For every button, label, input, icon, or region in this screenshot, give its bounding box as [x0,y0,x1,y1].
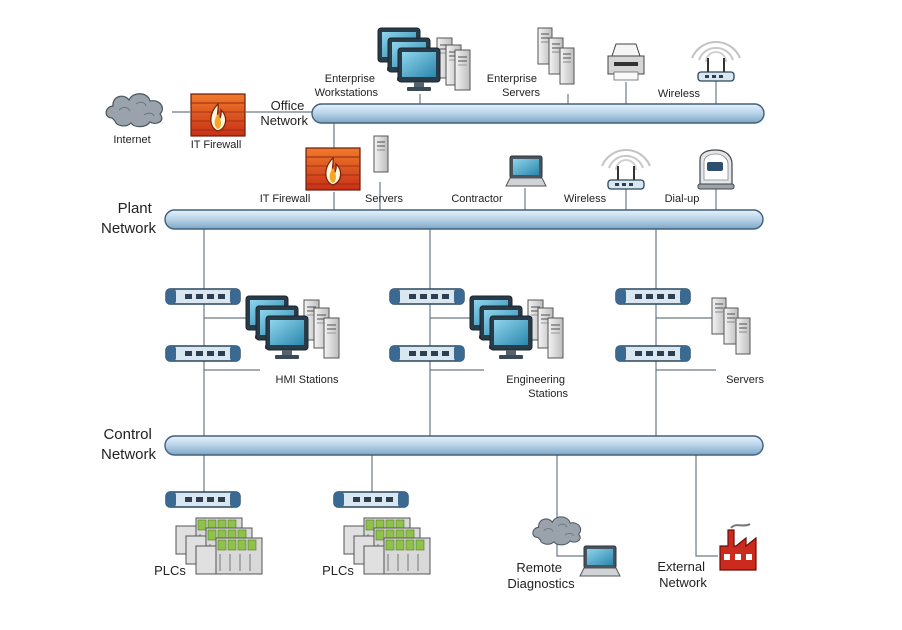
office-network-label: Office Network [260,98,308,128]
connection-wires [172,80,718,557]
dialup-modem-icon [697,149,735,190]
switch-srv-lower-icon [615,345,691,362]
enterprise-servers-label: Enterprise Servers [487,73,541,99]
plant-network-bus [164,209,764,230]
hmi-stations-label: HMI Stations [276,374,339,386]
switch-eng-upper-icon [389,288,465,305]
switch-eng-lower-icon [389,345,465,362]
control-network-bus [164,435,764,456]
servers-plant-label: Servers [365,193,403,205]
control-network-label: Control Network [101,426,157,463]
dialup-label: Dial-up [665,193,700,205]
printer-icon [607,43,645,81]
servers-control-label: Servers [726,374,764,386]
switch-hmi-lower-icon [165,345,241,362]
remote-diagnostics-laptop-icon [579,545,621,577]
internet-label: Internet [113,134,150,146]
hmi-stations-icon [245,295,340,360]
enterprise-servers-icon [537,27,575,85]
plcs-1-label: PLCs [154,563,186,578]
office-network-bus [311,103,765,124]
remote-diagnostics-label: Remote Diagnostics [507,560,575,591]
plcs-group-1-icon [175,517,263,575]
contractor-label: Contractor [451,193,503,205]
engineering-stations-icon [469,295,564,360]
wireless-access-point-office-icon [691,40,741,82]
engineering-stations-label: Engineering Stations [506,374,568,400]
internet-cloud-icon [105,93,163,128]
switch-srv-upper-icon [615,288,691,305]
factory-icon [719,523,757,571]
switch-plc2-icon [333,491,409,508]
switch-plc1-icon [165,491,241,508]
it-firewall-plant-icon [305,147,361,191]
control-servers-icon [711,297,751,355]
plcs-2-label: PLCs [322,563,354,578]
wireless-access-point-plant-icon [601,149,651,190]
plant-network-label: Plant Network [101,200,157,237]
plcs-group-2-icon [343,517,431,575]
contractor-laptop-icon [505,155,547,187]
wireless-office-label: Wireless [658,88,701,100]
enterprise-workstations-label: Enterprise Workstations [315,73,379,99]
external-network-label: External Network [657,559,708,590]
it-firewall-top-label: IT Firewall [191,139,242,151]
wireless-plant-label: Wireless [564,193,607,205]
remote-diagnostics-cloud-icon [532,516,582,546]
enterprise-workstations-icon [377,27,471,92]
it-firewall-plant-label: IT Firewall [260,193,311,205]
switch-hmi-upper-icon [165,288,241,305]
it-firewall-top-icon [190,93,246,137]
plant-server-icon [373,135,389,173]
